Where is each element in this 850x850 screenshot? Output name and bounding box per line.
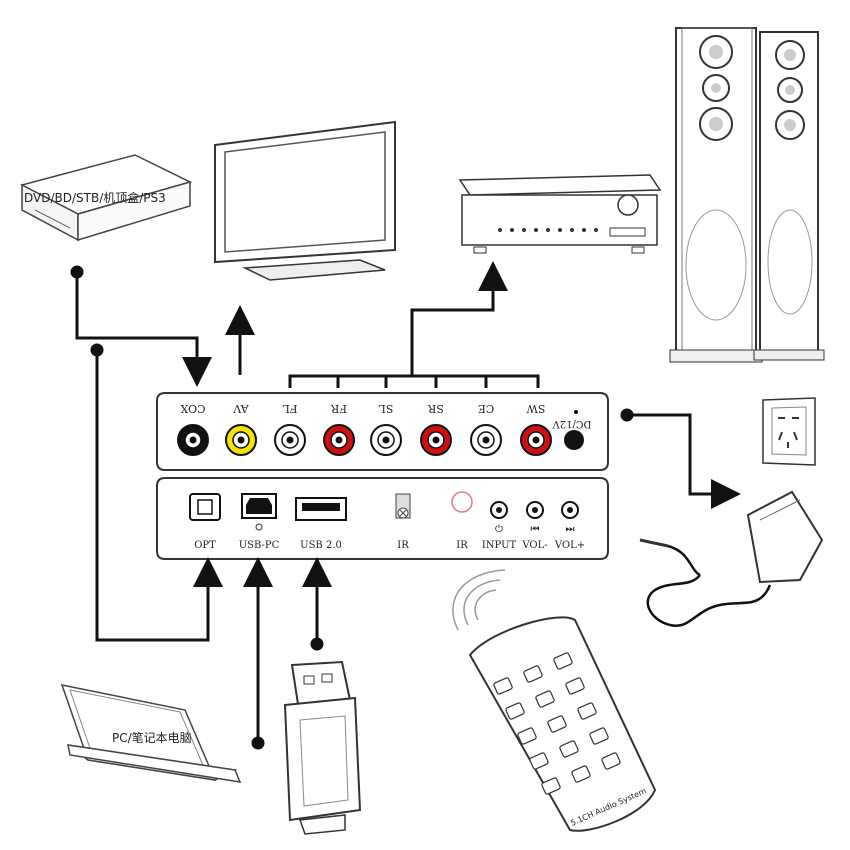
dc-to-adapter-line (627, 413, 741, 509)
dvd-player: DVD/BD/STB/机顶盒/PS3 (19, 154, 193, 242)
dc-label: DC/12V (552, 418, 592, 429)
port-label-fr: FR (330, 402, 347, 415)
vol-down-button[interactable] (526, 501, 544, 519)
port-label-fl: FL (282, 402, 298, 415)
wall-outlet-icon (762, 397, 816, 466)
rca-jack-ce[interactable] (470, 424, 502, 456)
rca-jack-av[interactable] (225, 424, 257, 456)
top-panel: COX AV FL FR SL SR CE SW DC/12V (156, 392, 609, 471)
bottom-panel: ⏻ ⏮ ⏭ OPT USB-PC USB 2.0 IR IR INPUT VOL… (156, 477, 609, 560)
port-label-sr: SR (427, 402, 444, 415)
label-vol-up: VOL+ (554, 540, 585, 551)
top-port-group: COX AV FL FR SL SR CE SW (177, 402, 552, 456)
label-usb2: USB 2.0 (300, 540, 342, 551)
tv-icon (214, 120, 396, 281)
usb-flash-drive-icon (283, 660, 362, 835)
pc-to-opt-line (95, 350, 223, 642)
pc-label: PC/笔记本电脑 (112, 730, 192, 745)
dvd-label: DVD/BD/STB/机顶盒/PS3 (24, 190, 166, 205)
rca-jack-sw[interactable] (520, 424, 552, 456)
receiver-icon (458, 174, 662, 254)
rca-jack-sl[interactable] (370, 424, 402, 456)
next-symbol-icon: ⏭ (566, 524, 575, 535)
port-label-av: AV (232, 402, 249, 415)
vol-up-button[interactable] (561, 501, 579, 519)
speakers-icon (669, 27, 825, 363)
port-label-sl: SL (378, 402, 394, 415)
port-label-cox: COX (180, 402, 205, 415)
dvd-to-cox-line (75, 272, 212, 387)
label-ir-1: IR (397, 540, 409, 551)
label-ir-2: IR (456, 540, 468, 551)
rca-jack-cox[interactable] (177, 424, 209, 456)
port-label-ce: CE (478, 402, 494, 415)
power-adapter-icon (639, 490, 824, 628)
power-symbol-icon: ⏻ (495, 524, 503, 535)
bus-to-receiver-line (410, 261, 508, 376)
label-usb-pc: USB-PC (239, 540, 280, 551)
remote-icon: 5.1CH Audio System (452, 569, 657, 832)
label-input: INPUT (482, 540, 517, 551)
prev-symbol-icon: ⏮ (531, 524, 540, 535)
input-button[interactable] (490, 501, 508, 519)
ir-sensor-icon (395, 493, 411, 519)
usb-b-port[interactable] (241, 493, 277, 531)
laptop-icon: PC/笔记本电脑 (60, 684, 242, 783)
analog-bus-line (288, 374, 540, 388)
rca-jack-fl[interactable] (274, 424, 306, 456)
usb-a-port[interactable] (295, 497, 347, 521)
port-label-sw: SW (526, 402, 546, 415)
rca-jack-fr[interactable] (323, 424, 355, 456)
label-vol-down: VOL- (521, 540, 547, 551)
connection-lines (70, 261, 741, 750)
label-opt: OPT (194, 540, 216, 551)
optical-port[interactable] (189, 493, 221, 521)
rca-jack-sr[interactable] (420, 424, 452, 456)
ir-receiver-window (451, 491, 473, 513)
dc-jack[interactable] (564, 430, 584, 450)
